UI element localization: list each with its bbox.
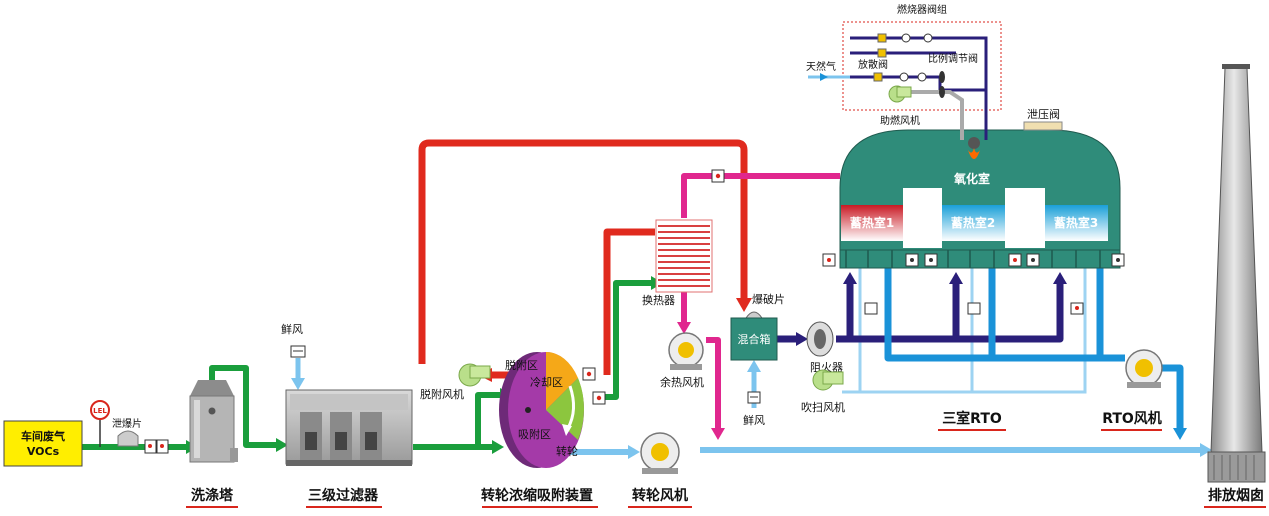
svg-text:LEL: LEL — [93, 407, 107, 415]
rotor-dampers — [582, 367, 606, 405]
zone-rotor: 转轮 — [556, 444, 578, 458]
fresh-air-label-1: 鲜风 — [281, 322, 303, 336]
gas-train — [850, 36, 988, 140]
burner-valve-group-box — [842, 21, 1002, 111]
regen-chamber-1: 蓄热室1 — [850, 215, 894, 230]
regen-chamber-2: 蓄热室2 — [951, 215, 995, 230]
rto-fan-caption: RTO风机 — [1102, 410, 1162, 427]
purge-fan — [812, 369, 844, 391]
pressure-relief-valve — [1023, 121, 1063, 131]
explosion-vent-1: 泄爆片 — [112, 417, 142, 447]
burner-valve-group-label: 燃烧器阀组 — [897, 3, 947, 16]
rto-unit — [839, 129, 1121, 269]
combustion-fan — [888, 85, 912, 103]
pressure-relief-label: 泄压阀 — [1027, 107, 1060, 121]
oxidation-chamber-label: 氧化室 — [953, 171, 990, 186]
burst-disc-label: 爆破片 — [752, 292, 785, 306]
valve-pair-1 — [144, 439, 169, 454]
rto-outlet-pipe — [884, 268, 1184, 432]
filter-caption: 三级过滤器 — [308, 487, 379, 504]
zone-desorption: 脱附区 — [505, 358, 538, 372]
flue-gas-pipe — [681, 173, 840, 432]
gas-valves — [873, 33, 887, 82]
natural-gas-label: 天然气 — [806, 60, 836, 73]
source-label-1: 车间废气 — [21, 429, 65, 443]
desorption-fan — [458, 363, 491, 387]
proportional-valve-label: 比例调节阀 — [928, 52, 978, 65]
rto-inlet-pipe — [776, 280, 1064, 343]
concentrator-rotor — [499, 351, 585, 468]
rto-caption: 三室RTO — [942, 410, 1002, 427]
combustion-fan-label: 助燃风机 — [880, 114, 920, 127]
svg-text:混合箱: 混合箱 — [738, 332, 771, 346]
heat-exchanger-label: 换热器 — [642, 293, 675, 307]
source-box: 车间废气 VOCs — [3, 420, 83, 467]
zone-cooling: 冷却区 — [530, 376, 563, 389]
vent-valve-label: 放散阀 — [858, 58, 888, 71]
flame-arrester — [806, 321, 834, 357]
source-label-2: VOCs — [27, 445, 60, 458]
chimney-caption: 排放烟囱 — [1208, 487, 1264, 504]
rto-fan — [1125, 349, 1163, 388]
waste-heat-fan-label: 余热风机 — [660, 375, 704, 389]
gas-gauges — [899, 33, 933, 82]
heat-exchanger — [655, 219, 713, 293]
butterfly-valves — [939, 71, 945, 98]
burst-disc — [745, 311, 763, 319]
scrubber-tower — [189, 380, 238, 463]
burner — [968, 137, 980, 159]
scrubber-caption: 洗涤塔 — [191, 487, 234, 504]
mixing-box: 混合箱 — [730, 317, 778, 361]
chimney — [1207, 64, 1266, 483]
fresh-air-label-2: 鲜风 — [743, 413, 765, 427]
zone-adsorption: 吸附区 — [518, 427, 551, 441]
rotor-caption: 转轮浓缩吸附装置 — [481, 487, 593, 504]
rotor-fan — [640, 432, 680, 474]
purge-lines — [842, 268, 1087, 394]
three-stage-filter — [285, 389, 413, 466]
purge-fan-label: 吹扫风机 — [801, 400, 845, 414]
desorption-fan-label: 脱附风机 — [420, 387, 464, 401]
clean-air-pipe — [570, 447, 1204, 455]
regen-chamber-3: 蓄热室3 — [1054, 215, 1098, 230]
lel-sensor: LEL — [90, 400, 110, 447]
waste-air-pipe — [82, 280, 651, 450]
rotor-fan-caption: 转轮风机 — [632, 487, 688, 504]
svg-text:泄爆片: 泄爆片 — [112, 417, 142, 430]
waste-heat-fan — [668, 332, 704, 370]
